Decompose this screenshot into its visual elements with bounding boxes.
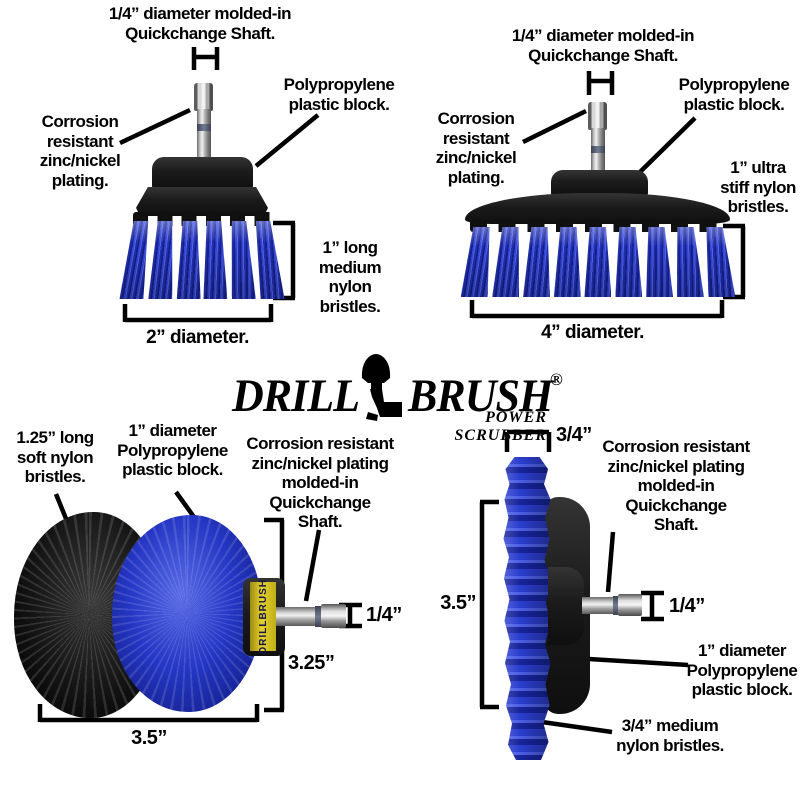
br-diameter-dim: 3.5” (440, 592, 476, 614)
tr-plating-label: Corrosion resistant zinc/nickel plating. (435, 109, 517, 187)
shaft-width-bracket (191, 47, 220, 70)
logo-brush-wordmark: BRUSH (408, 369, 553, 422)
bl-shaft-label: Corrosion resistant zinc/nickel plating … (246, 434, 394, 532)
flat-brush-shaft-groove (613, 596, 619, 615)
two-inch-shaft-hex-icon (194, 83, 213, 111)
flat-brush-shaft-rod (582, 597, 620, 614)
leader-line (638, 116, 697, 174)
bristle-tuft (672, 227, 704, 297)
ball-brush-shaft-rod (276, 607, 322, 626)
bristle-tuft (523, 227, 553, 297)
ball-brush-collar: DRILLBRUSH (250, 579, 276, 654)
bristle-tuft (643, 227, 673, 297)
tr-block-label: Polypropylene plastic block. (678, 75, 790, 114)
ball-brush-shaft-hex-icon (321, 604, 346, 628)
dimension-line (479, 499, 499, 710)
br-thickness-dim: 3/4” (556, 424, 592, 446)
logo-tagline: POWER SCRUBBER (454, 409, 547, 444)
leader-line (522, 108, 587, 145)
br-shaft-dim: 1/4” (669, 595, 705, 617)
leader-line (605, 531, 616, 593)
leader-line (303, 529, 322, 602)
logo-drill-wordmark: DRILL (232, 369, 360, 422)
dimension-line (469, 300, 725, 319)
bristle-tuft (149, 221, 178, 299)
br-bristle-label: 3/4” medium nylon bristles. (616, 716, 724, 755)
leader-line (541, 719, 613, 735)
bristle-tuft (492, 227, 524, 297)
tr-shaft-label: 1/4” diameter molded-in Quickchange Shaf… (511, 26, 695, 65)
four-inch-block-disc (465, 193, 730, 224)
flat-brush-shaft-hex-icon (618, 594, 642, 616)
bristle-texture (112, 515, 262, 712)
two-inch-shaft-rod (197, 109, 211, 159)
ball-brush-blue-bristles (112, 515, 262, 712)
registered-trademark-icon: ® (550, 370, 563, 389)
bristle-tuft (614, 227, 642, 297)
dimension-line (122, 304, 274, 323)
bristle-tuft (176, 221, 201, 299)
leader-line (119, 107, 191, 146)
bristle-tuft (227, 221, 256, 299)
four-inch-block-top (551, 170, 648, 197)
tr-diameter-label: 4” diameter. (541, 322, 644, 343)
bl-length-dim: 3.25” (288, 652, 335, 674)
bl-shaft-dim: 1/4” (366, 604, 402, 626)
flat-brush-hub (548, 567, 584, 645)
two-inch-block-skirt (136, 187, 268, 216)
shaft-width-bracket (586, 71, 615, 95)
two-inch-block-top (152, 157, 253, 190)
bristle-tuft (202, 221, 227, 299)
tl-diameter-label: 2” diameter. (146, 327, 249, 348)
bl-block-label: 1” diameter Polypropylene plastic block. (117, 421, 228, 480)
ball-brush-shaft-groove (315, 606, 322, 627)
four-inch-shaft-groove (591, 146, 605, 153)
four-inch-shaft-hex-icon (588, 102, 607, 130)
tr-bristle-label: 1” ultra stiff nylon bristles. (720, 158, 796, 217)
br-shaft-label: Corrosion resistant zinc/nickel plating … (602, 437, 750, 535)
br-block-label: 1” diameter Polypropylene plastic block. (686, 641, 798, 700)
tl-plating-label: Corrosion resistant zinc/nickel plating. (39, 112, 121, 190)
bl-diameter-dim: 3.5” (131, 727, 167, 749)
bristle-tuft (554, 227, 582, 297)
tl-bristle-label: 1” long medium nylon bristles. (318, 238, 382, 316)
four-inch-bristles (468, 227, 728, 297)
leader-line (254, 113, 320, 168)
drill-logo-icon (361, 354, 402, 421)
bristle-tuft (584, 227, 612, 297)
collar-brand-text: DRILLBRUSH (257, 579, 269, 654)
dimension-line (641, 590, 664, 622)
tl-block-label: Polypropylene plastic block. (283, 75, 395, 114)
dimension-line (37, 704, 260, 723)
tl-shaft-label: 1/4” diameter molded-in Quickchange Shaf… (108, 4, 292, 43)
flat-brush-bristles (503, 457, 551, 760)
two-inch-bristles (129, 221, 275, 299)
dimension-line (504, 429, 552, 452)
bl-bristle-label: 1.25” long soft nylon bristles. (16, 428, 94, 487)
two-inch-shaft-groove (197, 124, 211, 131)
